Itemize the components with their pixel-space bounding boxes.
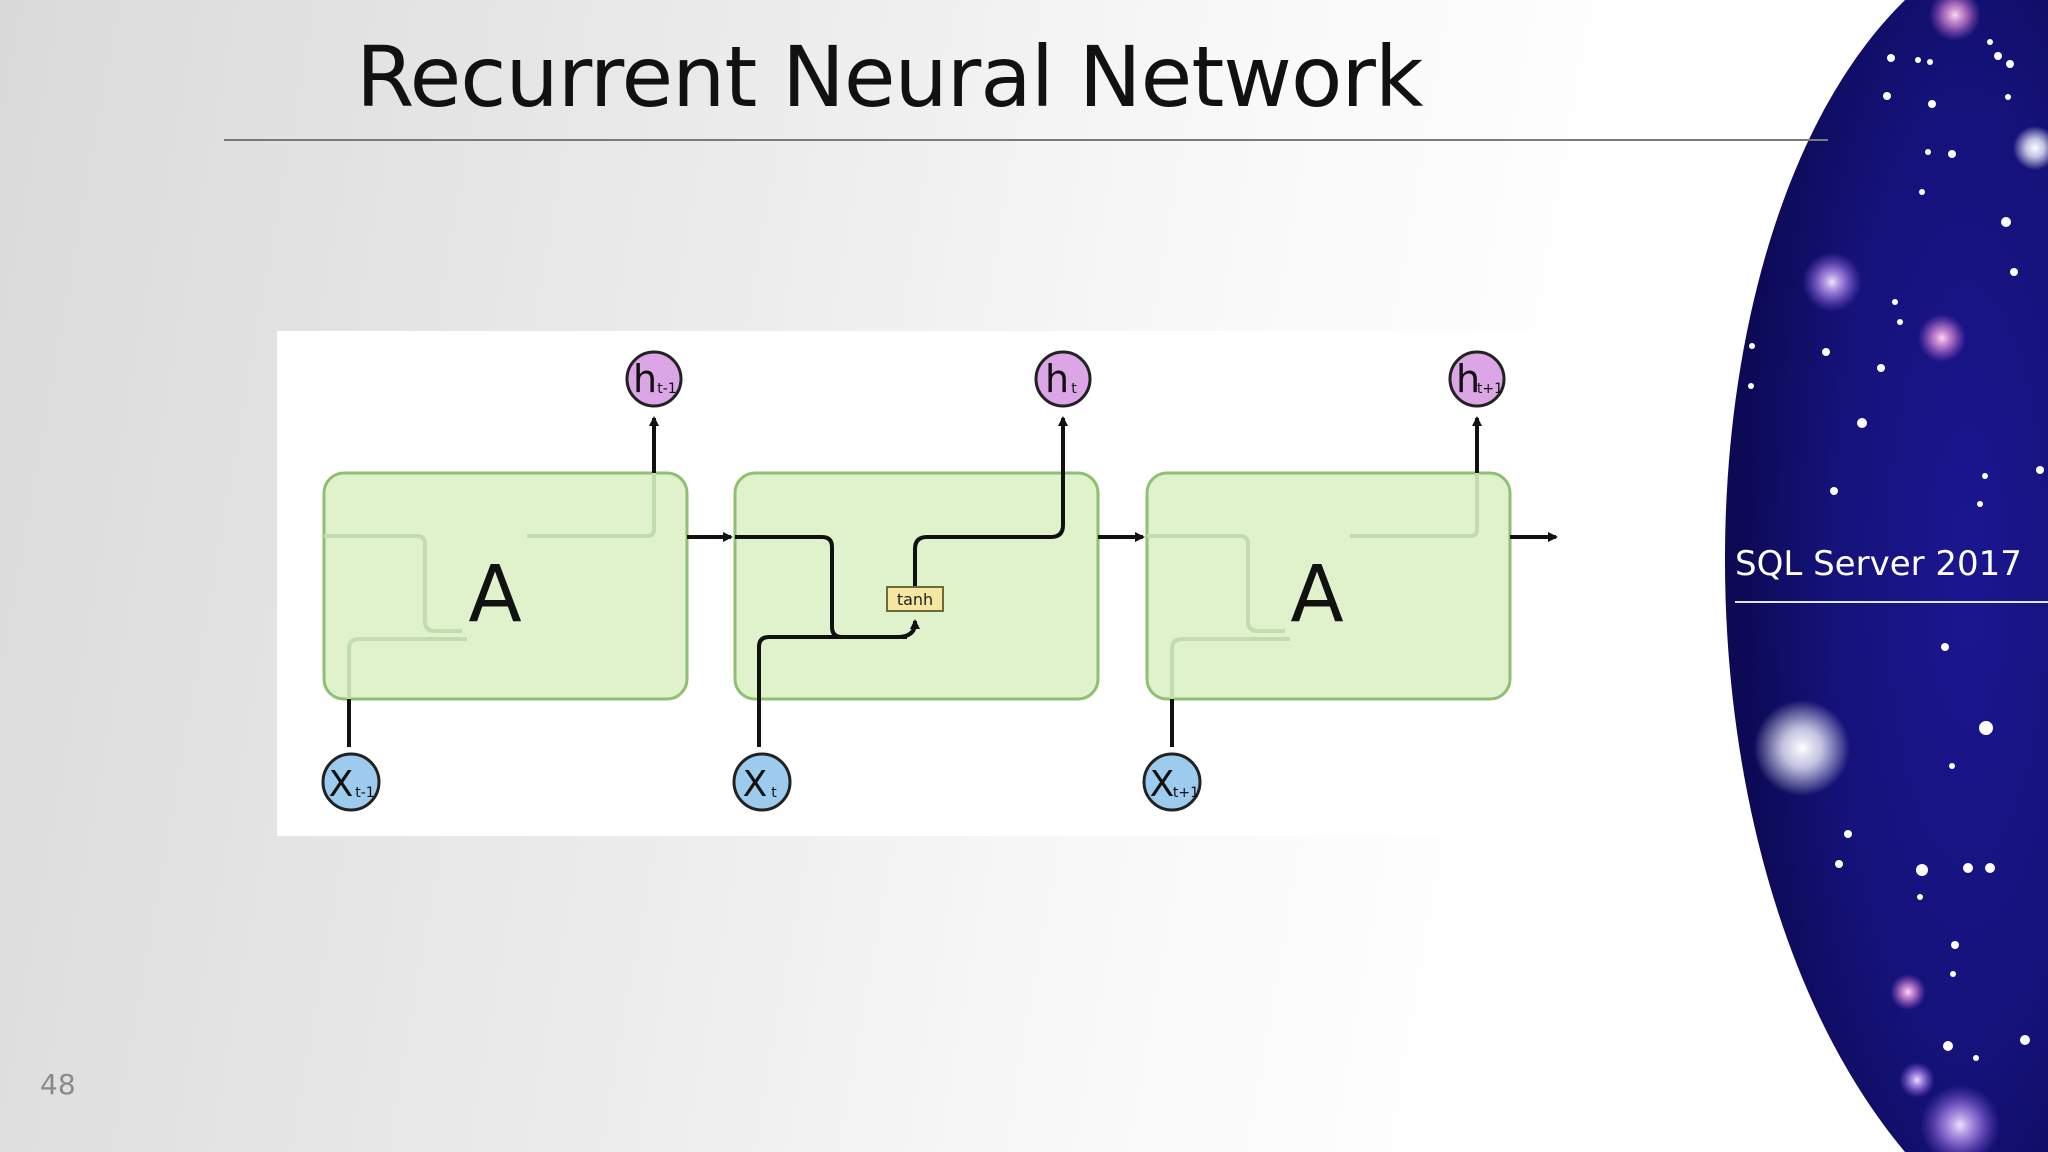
rnn-cell-3: A — [1145, 471, 1512, 701]
rnn-diagram-canvas: A A — [321, 350, 1558, 812]
star-glow — [1754, 700, 1850, 796]
svg-text:t-1: t-1 — [657, 381, 676, 397]
star-field — [1748, 39, 2044, 1061]
svg-text:X: X — [329, 764, 354, 805]
svg-text:X: X — [1150, 764, 1175, 805]
slide-title: Recurrent Neural Network — [356, 28, 1424, 126]
output-node-3: h t+1 — [1448, 350, 1506, 408]
output-node-1: h t-1 — [625, 350, 683, 408]
svg-text:t+1: t+1 — [1477, 381, 1503, 397]
tanh-out-path — [913, 416, 1068, 587]
page-number: 48 — [40, 1068, 76, 1101]
star-glow — [1802, 252, 1862, 312]
star-glow — [1890, 974, 1926, 1010]
star-glow — [1929, 0, 1981, 41]
cell-1-label: A — [468, 550, 521, 640]
input-node-3: X t+1 — [1142, 752, 1202, 812]
rnn-diagram: A A — [277, 331, 1585, 836]
tanh-box: tanh — [886, 586, 944, 612]
svg-text:t-1: t-1 — [355, 785, 374, 801]
svg-text:h: h — [633, 357, 657, 401]
tanh-label: tanh — [897, 590, 933, 609]
svg-text:h: h — [1456, 357, 1480, 401]
svg-text:h: h — [1045, 357, 1069, 401]
input-node-2: X t — [732, 752, 792, 812]
svg-text:t: t — [1071, 381, 1077, 397]
brand-divider — [1735, 601, 2048, 603]
input-path-2 — [757, 619, 920, 747]
cell-3-label: A — [1290, 550, 1343, 640]
star-glow — [2013, 126, 2048, 170]
svg-text:t: t — [771, 785, 777, 801]
star-glow — [1918, 314, 1966, 362]
brand-label: SQL Server 2017 — [1735, 544, 2022, 584]
svg-text:t+1: t+1 — [1173, 785, 1199, 801]
star-glow — [1920, 1085, 2000, 1152]
input-node-1: X t-1 — [321, 752, 381, 812]
title-divider — [224, 139, 1828, 141]
rnn-cell-1: A — [322, 471, 689, 701]
svg-text:X: X — [743, 764, 768, 805]
output-node-2: h t — [1034, 350, 1092, 408]
star-glow — [1899, 1062, 1935, 1098]
